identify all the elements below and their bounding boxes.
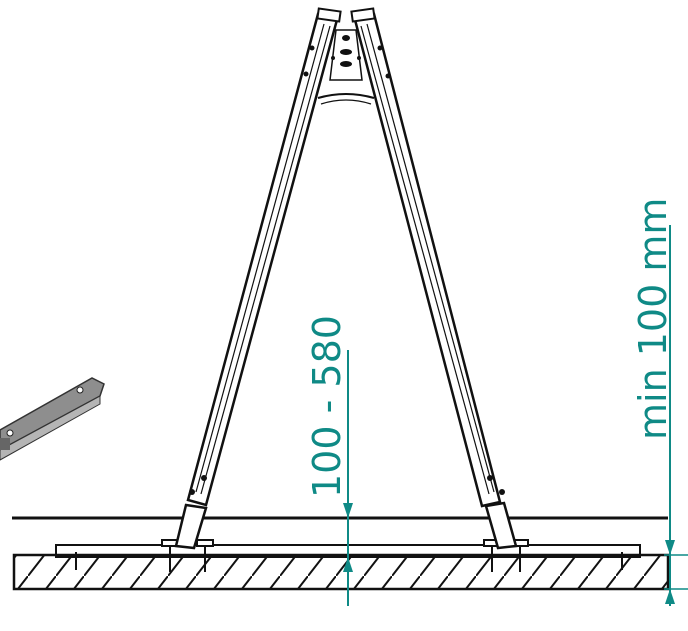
- right-leg: [350, 7, 518, 550]
- gap-dimension-label: 100 - 580: [305, 315, 349, 498]
- concrete-foundation: [12, 553, 670, 591]
- left-leg: [174, 7, 342, 550]
- detached-rail-part: [0, 377, 105, 461]
- gap-dimension: [343, 350, 353, 606]
- min-height-dimension: [664, 225, 688, 606]
- leg-bolts: [189, 45, 505, 495]
- top-connector-plate: [317, 29, 375, 105]
- min-height-dimension-label: min 100 mm: [631, 198, 675, 440]
